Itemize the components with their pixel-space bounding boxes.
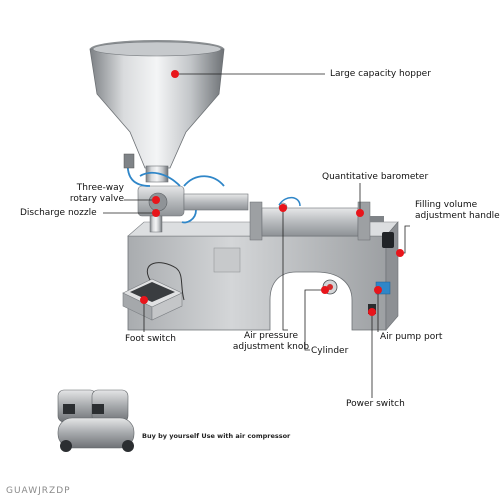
hopper-marker	[171, 70, 179, 78]
compressor-wheel-2	[122, 440, 134, 452]
watermark: GUAWJRZDP	[6, 486, 71, 496]
cylinder-assembly	[249, 196, 394, 248]
hopper-opening	[92, 41, 222, 57]
cylinder-barrel	[261, 207, 359, 237]
callout-markers	[140, 70, 404, 316]
compressor-wheel-1	[60, 440, 72, 452]
label-three-way-line1: Three-way	[76, 183, 124, 193]
compressor-vent-2	[92, 404, 104, 414]
nameplate	[213, 247, 241, 273]
gauge-tube	[278, 196, 301, 207]
adjustment-handle	[382, 232, 394, 248]
foot-pedal	[130, 282, 175, 302]
compressor-vent-1	[63, 404, 75, 414]
label-air-pump-port: Air pump port	[380, 332, 443, 342]
knob-leader	[282, 208, 288, 331]
compressor-tank	[57, 417, 135, 449]
valve-marker	[152, 196, 160, 204]
power-switch-marker	[368, 308, 376, 316]
label-power-switch: Power switch	[346, 399, 405, 409]
foot-switch-marker	[140, 296, 148, 304]
hopper-body	[89, 48, 225, 169]
piston-rod	[183, 193, 249, 211]
hopper	[89, 40, 225, 183]
tube-fitting	[123, 153, 135, 169]
handle-rod	[370, 216, 384, 222]
handle-leader	[400, 225, 410, 254]
barometer-marker	[356, 209, 364, 217]
cabinet-side	[385, 221, 399, 331]
label-barometer: Quantitative barometer	[322, 172, 429, 182]
nozzle	[149, 215, 163, 233]
air-port-marker	[374, 286, 382, 294]
filling-head	[137, 185, 249, 233]
compressor-caption: Buy by yourself Use with air compressor	[142, 432, 291, 440]
cylinder-leader	[304, 289, 325, 351]
label-three-way-valve: Three-way rotary valve	[54, 183, 124, 205]
tube-2	[139, 171, 181, 187]
label-air-knob-line2: adjustment knob	[232, 342, 310, 352]
tube-4	[181, 209, 197, 224]
foot-switch-cable	[147, 262, 185, 301]
label-foot-switch: Foot switch	[125, 334, 176, 344]
air-compressor	[57, 389, 135, 452]
cylinder-marker	[321, 286, 329, 294]
label-filling-line2: adjustment handle	[415, 211, 500, 221]
nozzle-marker	[152, 209, 160, 217]
label-filling-line1: Filling volume	[415, 200, 478, 210]
label-air-pressure-knob: Air pressure adjustment knob	[226, 331, 316, 353]
label-hopper: Large capacity hopper	[330, 69, 431, 79]
label-three-way-line2: rotary valve	[69, 194, 124, 204]
tube-3	[183, 175, 225, 187]
cylinder-end-left	[249, 201, 263, 241]
label-filling-handle: Filling volume adjustment handle	[415, 200, 500, 222]
foot-switch	[122, 262, 185, 321]
base-cabinet	[127, 221, 399, 331]
handle-marker	[396, 249, 404, 257]
foot-switch-side	[151, 292, 183, 321]
cabinet-body	[127, 235, 387, 331]
label-discharge-nozzle: Discharge nozzle	[20, 208, 97, 218]
label-cylinder: Cylinder	[311, 346, 349, 356]
label-air-knob-line1: Air pressure	[243, 331, 299, 341]
knob-marker	[279, 204, 287, 212]
